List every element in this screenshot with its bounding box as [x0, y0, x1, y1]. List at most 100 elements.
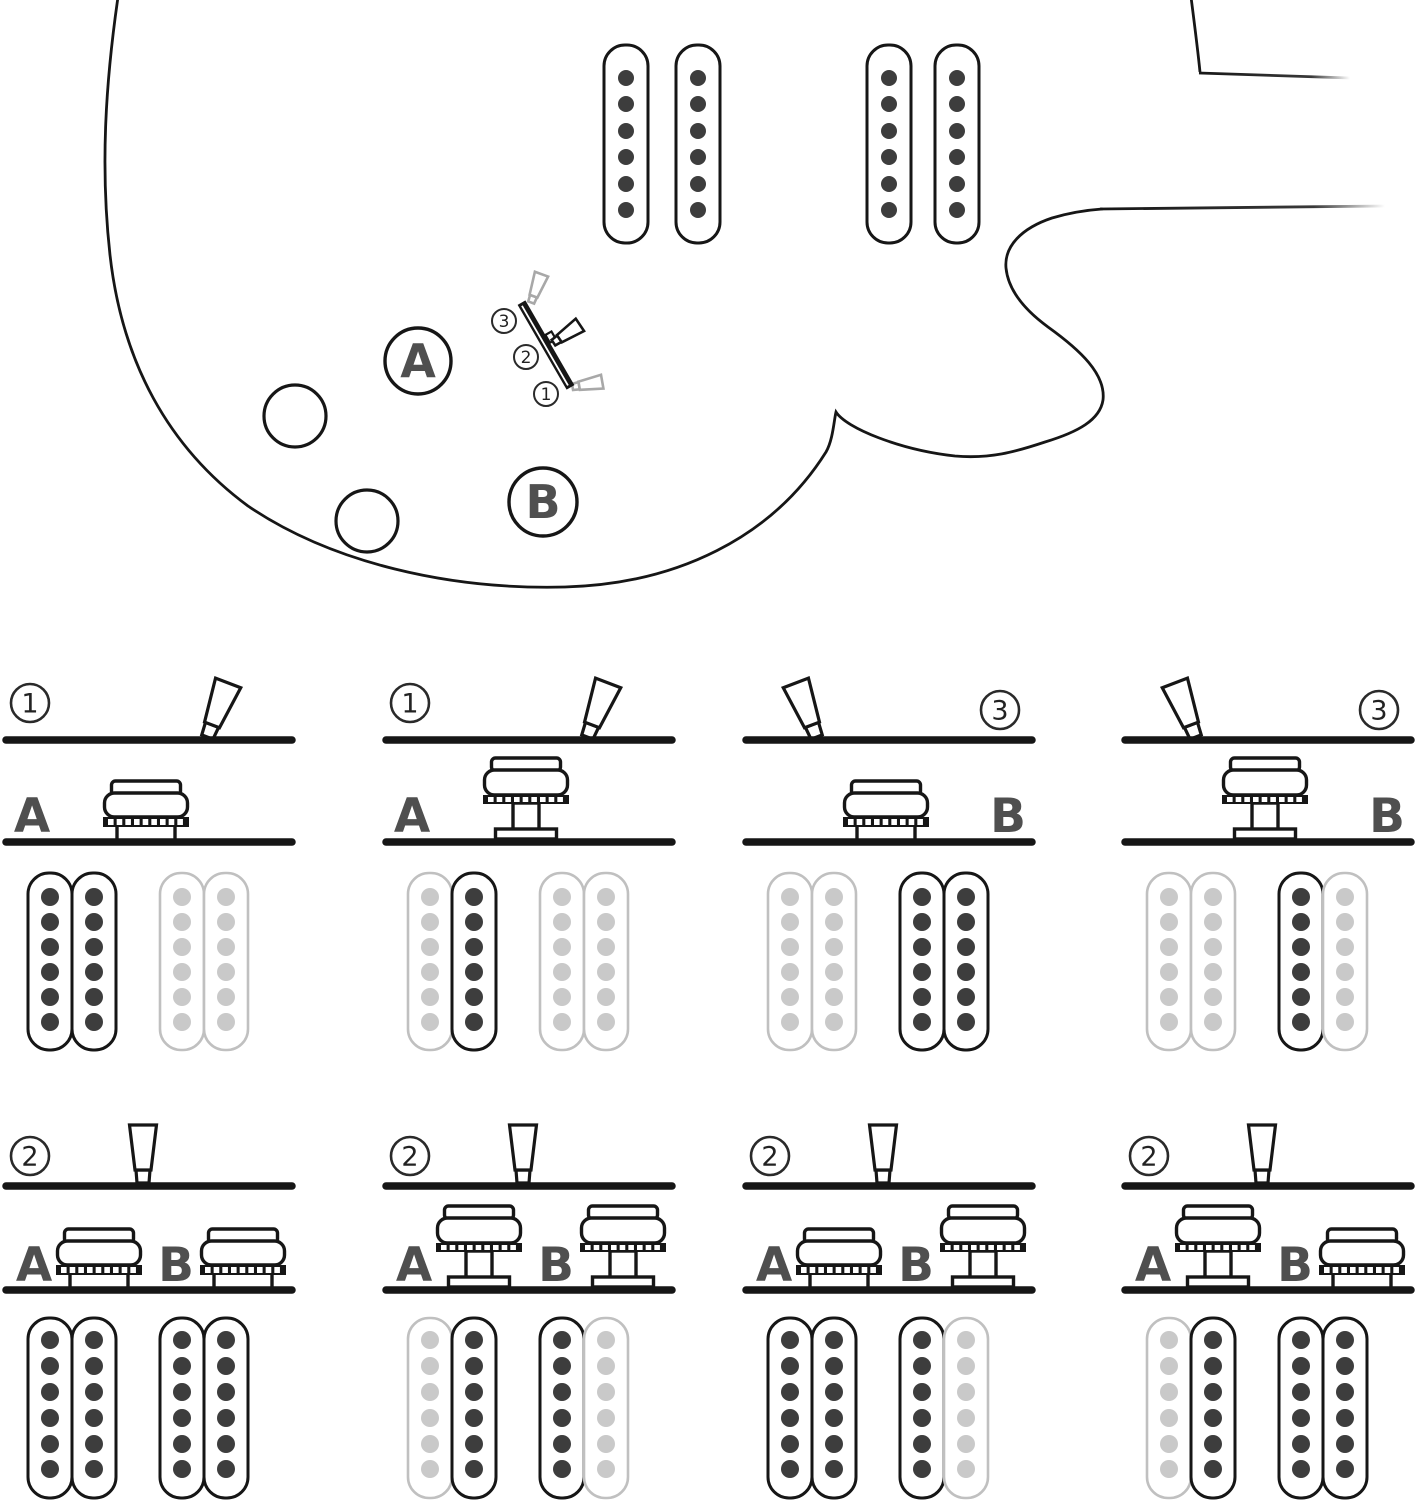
pole-piece-dot [465, 913, 483, 931]
knob-letter-a: A [16, 1238, 53, 1293]
pole-piece-dot [173, 913, 191, 931]
pickup-coil-inactive [1145, 1316, 1193, 1500]
pole-piece-dot [217, 1331, 235, 1349]
pickup-coil-active [898, 871, 946, 1052]
toggle-lever [579, 675, 624, 742]
pole-piece-dot [825, 988, 843, 1006]
pole-piece-dot [597, 1331, 615, 1349]
pole-piece-dot [957, 1460, 975, 1478]
pole-piece-dot [949, 123, 965, 139]
pole-piece-dot [618, 202, 634, 218]
pole-piece-dot [465, 1460, 483, 1478]
pole-piece-dot [421, 1357, 439, 1375]
pole-piece-dot [553, 1331, 571, 1349]
pickup-coil-active [865, 43, 913, 245]
pole-piece-dot [1292, 1383, 1310, 1401]
pole-piece-dot [781, 888, 799, 906]
pole-piece-dot [421, 888, 439, 906]
push-pull-knob-down [842, 779, 930, 839]
pole-piece-dot [217, 1357, 235, 1375]
push-pull-knob-up [1221, 756, 1309, 841]
pole-piece-dot [217, 1409, 235, 1427]
pole-piece-dot [1292, 938, 1310, 956]
pole-piece-dot [465, 938, 483, 956]
pole-piece-dot [957, 1383, 975, 1401]
pole-piece-dot [781, 1383, 799, 1401]
pole-piece-dot [957, 1331, 975, 1349]
switch-position-number: 2 [9, 1135, 51, 1177]
pole-piece-dot [41, 938, 59, 956]
pole-piece-dot [1160, 963, 1178, 981]
pole-piece-dot [465, 1435, 483, 1453]
pole-piece-dot [1204, 1460, 1222, 1478]
pole-piece-dot [690, 70, 706, 86]
pole-piece-dot [217, 1013, 235, 1031]
pole-piece-dot [1292, 1357, 1310, 1375]
pole-piece-dot [1336, 1435, 1354, 1453]
coil-state-pickups [406, 871, 630, 1052]
pole-piece-dot [1160, 1409, 1178, 1427]
pole-piece-dot [173, 988, 191, 1006]
pole-piece-dot [41, 1409, 59, 1427]
pole-piece-dot [85, 988, 103, 1006]
coil-state-pickups [406, 1316, 630, 1500]
pole-piece-dot [1160, 1383, 1178, 1401]
pole-piece-dot [173, 1460, 191, 1478]
push-pull-knob-up [579, 1204, 667, 1289]
knob-letter-b: B [990, 789, 1026, 844]
neck-edge [1189, 0, 1202, 73]
pickup-coil-active [1277, 871, 1325, 1052]
pole-piece-dot [1160, 1460, 1178, 1478]
coil-state-pickups [766, 871, 990, 1052]
switch-position-digit: 1 [541, 385, 552, 405]
pole-piece-dot [1292, 1013, 1310, 1031]
push-pull-knob-up [435, 1204, 523, 1289]
pole-piece-dot [690, 176, 706, 192]
pole-piece-dot [41, 1435, 59, 1453]
pole-piece-dot [1336, 938, 1354, 956]
pole-piece-dot [825, 963, 843, 981]
pole-piece-dot [421, 988, 439, 1006]
pickup-coil-active [1277, 1316, 1325, 1500]
pole-piece-dot [553, 888, 571, 906]
pole-piece-dot [217, 1383, 235, 1401]
switch-position-digit: 1 [21, 689, 38, 720]
pole-piece-dot [913, 938, 931, 956]
pole-piece-dot [85, 1460, 103, 1478]
pickup-coil-active [942, 871, 990, 1052]
pole-piece-dot [85, 913, 103, 931]
pole-piece-dot [1336, 1357, 1354, 1375]
toggle-lever [507, 1123, 539, 1185]
pole-piece-dot [85, 1409, 103, 1427]
pole-piece-dot [597, 963, 615, 981]
switch-position-number: 2 [749, 1135, 791, 1177]
coil-state-pickups [766, 1316, 990, 1500]
pole-piece-dot [173, 938, 191, 956]
pole-piece-dot [553, 1357, 571, 1375]
knob-letter-b: B [898, 1238, 934, 1293]
pole-piece-dot [85, 1331, 103, 1349]
pole-piece-dot [597, 913, 615, 931]
toggle-lever [1159, 675, 1204, 742]
pole-piece-dot [1160, 988, 1178, 1006]
pole-piece-dot [1336, 1383, 1354, 1401]
pole-piece-dot [1160, 1331, 1178, 1349]
pole-piece-dot [913, 1435, 931, 1453]
pole-piece-dot [421, 913, 439, 931]
pickup-coil-inactive [202, 871, 250, 1052]
switch-position-digit: 1 [401, 689, 418, 720]
coil-state-pickups [1145, 871, 1369, 1052]
pole-piece-dot [957, 1013, 975, 1031]
pole-piece-dot [618, 123, 634, 139]
pickup-coil-inactive [158, 871, 206, 1052]
pickup-coil-active [450, 871, 498, 1052]
pole-piece-dot [690, 123, 706, 139]
pole-piece-dot [913, 963, 931, 981]
pole-piece-dot [1160, 1435, 1178, 1453]
pole-piece-dot [421, 938, 439, 956]
pole-piece-dot [553, 1409, 571, 1427]
pole-piece-dot [957, 963, 975, 981]
switch-position-number: 1 [389, 682, 431, 724]
